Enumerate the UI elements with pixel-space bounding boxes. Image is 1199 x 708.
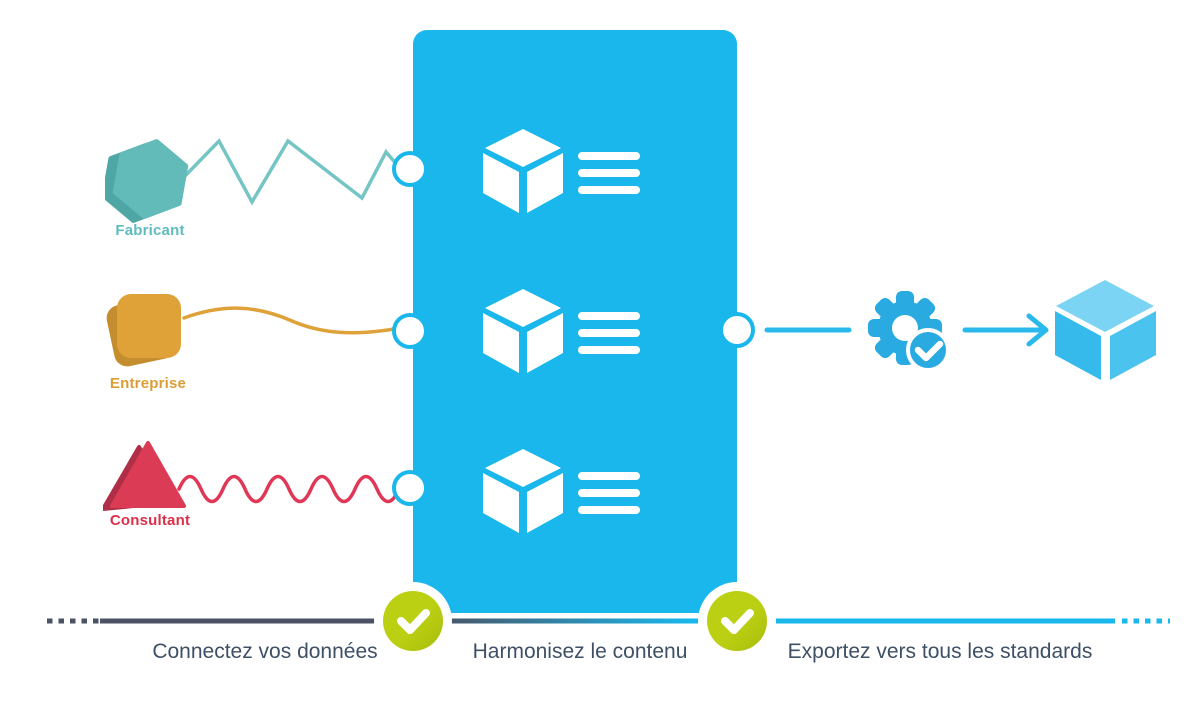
gear-to-cube-arrow-head [1026, 313, 1049, 347]
check-icon [914, 340, 944, 362]
cube-list-icon [483, 449, 640, 533]
hub-input-port-2 [392, 313, 428, 349]
step-label-export: Exportez vers tous les standards [787, 640, 1093, 663]
step-label-harmonize: Harmonisez le contenu [472, 640, 688, 663]
cube-list-icon [483, 129, 640, 213]
triangle-icon [103, 441, 186, 511]
hexagon-icon [105, 139, 189, 223]
check-badge [906, 328, 950, 372]
check-icon [397, 609, 430, 634]
step-2-done-badge [698, 582, 776, 660]
gear-check-icon [868, 291, 950, 372]
step-1-check [383, 591, 443, 651]
entreprise-connector-line [182, 306, 402, 335]
hub-input-port-1 [392, 151, 428, 187]
cube-3d-icon [1055, 280, 1156, 380]
check-icon [721, 609, 754, 634]
step-label-connect: Connectez vos données [152, 640, 378, 663]
fabricant-connector-line [182, 138, 401, 206]
source-label-entreprise: Entreprise [109, 375, 187, 392]
central-hub-panel [413, 30, 737, 613]
step-1-done-badge [374, 582, 452, 660]
step-2-check [707, 591, 767, 651]
hub-output-port [719, 312, 755, 348]
gear-hole [892, 315, 918, 341]
rounded-square-icon [106, 294, 181, 367]
cube-list-icon [483, 289, 640, 373]
hub-input-port-3 [392, 470, 428, 506]
source-label-consultant: Consultant [109, 512, 191, 529]
consultant-connector-line [177, 474, 401, 504]
source-label-fabricant: Fabricant [115, 222, 185, 239]
